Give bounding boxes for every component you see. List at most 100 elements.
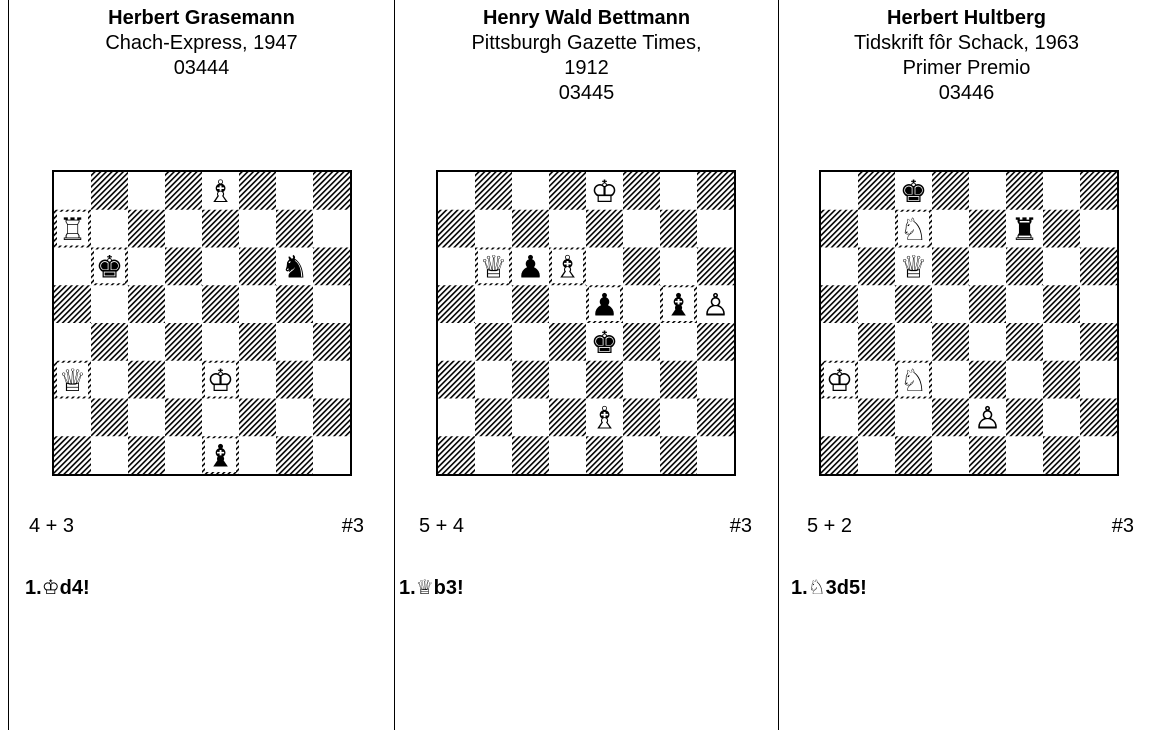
problem-column-3: Herbert Hultberg Tidskrift fôr Schack, 1… xyxy=(778,0,1154,730)
dark-square xyxy=(475,172,513,210)
dark-square xyxy=(895,436,933,474)
light-square xyxy=(1080,436,1117,474)
light-square xyxy=(821,248,859,286)
problem-column-2: Henry Wald Bettmann Pittsburgh Gazette T… xyxy=(394,0,778,730)
white-king-icon: ♔ xyxy=(591,174,619,210)
solution-move: d4! xyxy=(60,577,90,599)
dark-square xyxy=(512,436,550,474)
black-knight-icon: ♞ xyxy=(281,250,309,286)
dark-square xyxy=(697,323,734,361)
light-square xyxy=(239,210,277,248)
dark-square xyxy=(858,248,896,286)
light-square xyxy=(512,399,550,437)
light-square xyxy=(202,248,240,286)
light-square xyxy=(660,399,698,437)
white-knight-icon: ♘ xyxy=(808,575,826,599)
author-name: Herbert Hultberg xyxy=(779,6,1154,31)
light-square xyxy=(91,361,129,399)
light-square xyxy=(1080,210,1117,248)
light-square xyxy=(128,399,166,437)
dark-square xyxy=(165,172,203,210)
dark-square xyxy=(549,172,587,210)
dark-square xyxy=(969,436,1007,474)
dark-square xyxy=(858,323,896,361)
dark-square xyxy=(91,172,129,210)
board-svg: ♚♘♜♕♔♘♙ xyxy=(821,172,1117,474)
dark-square xyxy=(313,323,350,361)
solution-move: 3d5! xyxy=(826,577,867,599)
dark-square xyxy=(276,285,314,323)
problem-column-1: Herbert Grasemann Chach-Express, 1947 03… xyxy=(8,0,394,730)
white-bishop-icon: ♗ xyxy=(554,250,582,286)
black-king-icon: ♚ xyxy=(591,325,619,361)
light-square xyxy=(660,172,698,210)
dark-square xyxy=(276,361,314,399)
light-square xyxy=(1006,436,1044,474)
white-king-icon: ♔ xyxy=(826,363,854,399)
light-square xyxy=(239,436,277,474)
light-square xyxy=(932,285,970,323)
light-square xyxy=(438,172,476,210)
light-square xyxy=(821,172,859,210)
dark-square xyxy=(165,399,203,437)
light-square xyxy=(438,399,476,437)
source-line: Chach-Express, 1947 xyxy=(9,31,394,56)
problem-number: 03445 xyxy=(395,81,778,106)
dark-square xyxy=(239,399,277,437)
dark-square xyxy=(586,210,624,248)
light-square xyxy=(969,172,1007,210)
dark-square xyxy=(821,285,859,323)
light-square xyxy=(821,323,859,361)
dark-square xyxy=(697,399,734,437)
white-knight-icon: ♘ xyxy=(900,212,928,248)
dark-square xyxy=(660,361,698,399)
light-square xyxy=(438,248,476,286)
light-square xyxy=(313,285,350,323)
light-square xyxy=(623,285,661,323)
dark-square xyxy=(239,172,277,210)
white-bishop-icon: ♗ xyxy=(591,401,619,437)
light-square xyxy=(932,361,970,399)
light-square xyxy=(858,361,896,399)
solution-move-number: 1. xyxy=(791,577,808,599)
light-square xyxy=(549,436,587,474)
light-square xyxy=(1006,361,1044,399)
light-square xyxy=(475,210,513,248)
dark-square xyxy=(438,285,476,323)
light-square xyxy=(1043,248,1081,286)
dark-square xyxy=(313,248,350,286)
black-pawn-icon: ♟ xyxy=(517,250,545,286)
solution-move-number: 1. xyxy=(399,577,416,599)
author-name: Herbert Grasemann xyxy=(9,6,394,31)
chess-board: ♗♖♚♞♕♔♝ xyxy=(52,170,352,476)
light-square xyxy=(165,361,203,399)
dark-square xyxy=(512,361,550,399)
light-square xyxy=(276,172,314,210)
dark-square xyxy=(623,323,661,361)
light-square xyxy=(54,399,92,437)
award-line: Primer Premio xyxy=(779,56,1154,81)
light-square xyxy=(697,361,734,399)
dark-square xyxy=(660,436,698,474)
piece-count: 5 + 4 xyxy=(419,515,464,538)
author-name: Henry Wald Bettmann xyxy=(395,6,778,31)
white-bishop-icon: ♗ xyxy=(207,174,235,210)
light-square xyxy=(660,323,698,361)
dark-square xyxy=(697,172,734,210)
dark-square xyxy=(1080,323,1117,361)
white-queen-icon: ♕ xyxy=(480,250,508,286)
dark-square xyxy=(1043,436,1081,474)
dark-square xyxy=(586,361,624,399)
light-square xyxy=(623,210,661,248)
dark-square xyxy=(623,172,661,210)
black-rook-icon: ♜ xyxy=(1011,212,1039,248)
dark-square xyxy=(858,399,896,437)
dark-square xyxy=(821,210,859,248)
dark-square xyxy=(512,285,550,323)
problem-number: 03444 xyxy=(9,56,394,81)
light-square xyxy=(313,361,350,399)
dark-square xyxy=(512,210,550,248)
board-svg: ♗♖♚♞♕♔♝ xyxy=(54,172,350,474)
light-square xyxy=(54,248,92,286)
dark-square xyxy=(438,210,476,248)
